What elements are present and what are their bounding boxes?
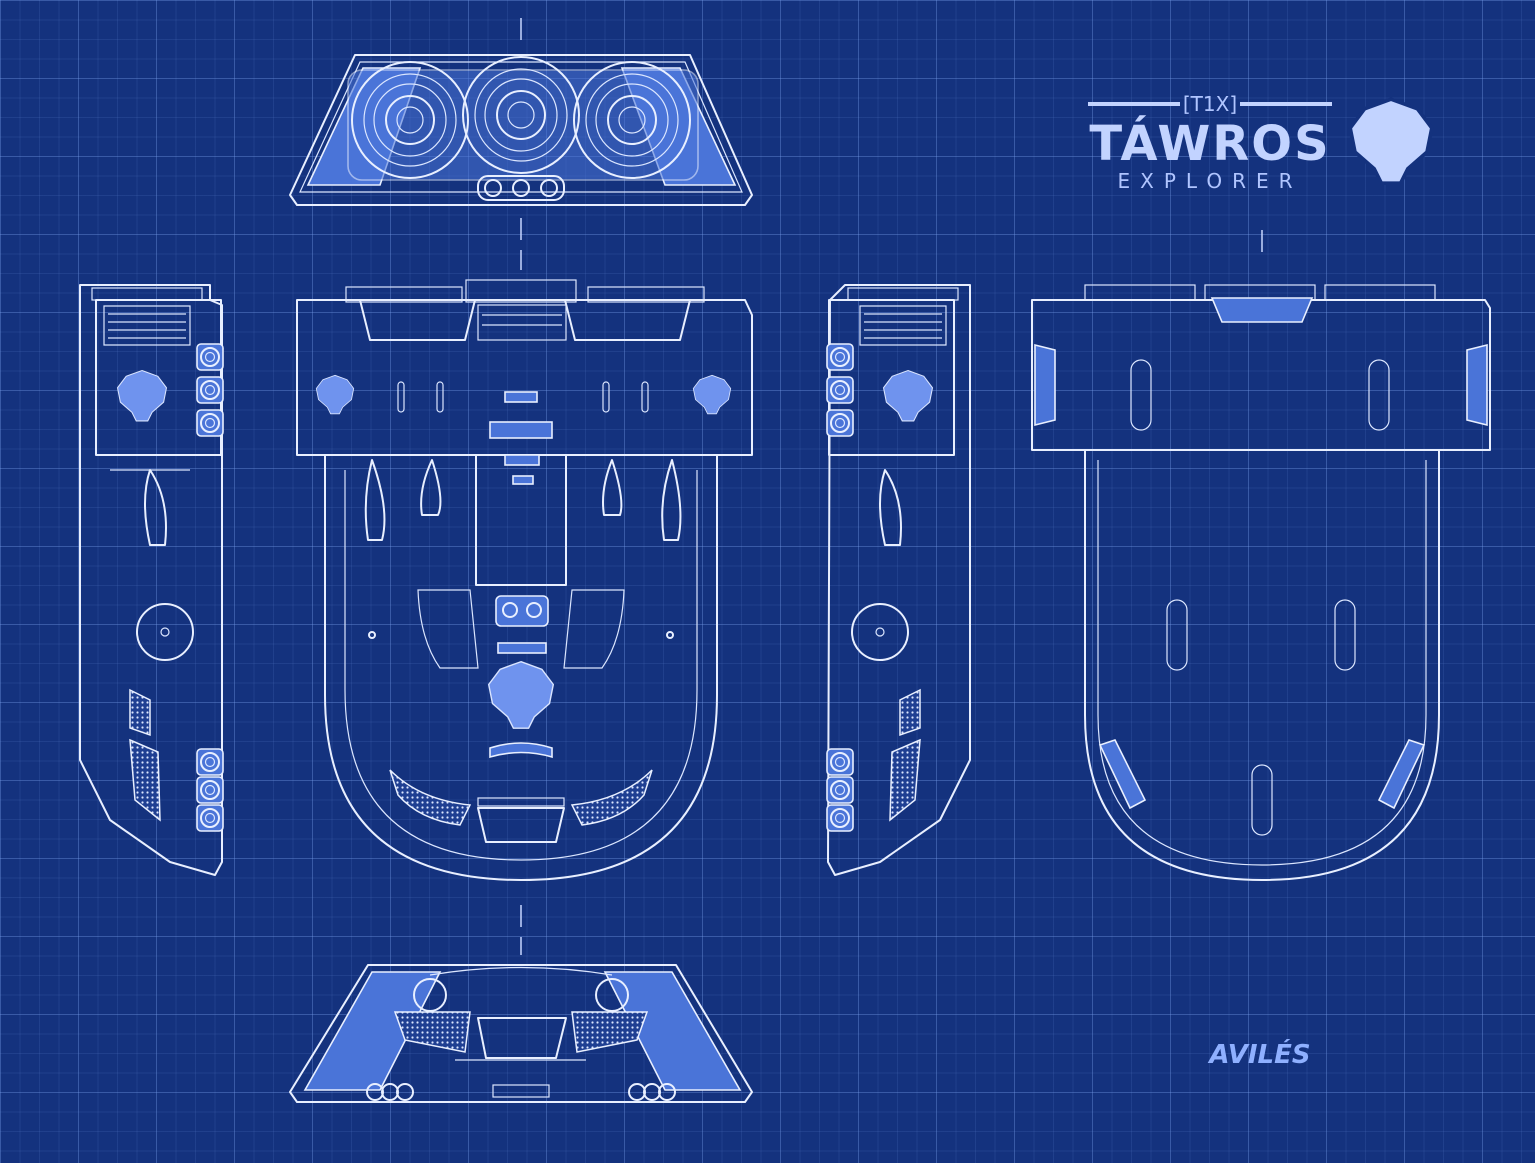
front-thruster-nozzles <box>477 175 565 201</box>
engine-turbine-center <box>462 56 580 174</box>
center-axis-lines <box>520 18 1263 955</box>
emblem-icon <box>882 369 934 422</box>
emblem-icon <box>692 374 732 415</box>
emblem-icon <box>487 660 555 729</box>
underside-view <box>1031 284 1491 881</box>
engine-turbine-left <box>351 61 469 179</box>
emblem-icon <box>116 369 168 422</box>
front-view <box>289 54 753 206</box>
tawros-logo: [T1X] TÁWROS EXPLORER <box>1088 92 1434 193</box>
left-side-view <box>79 284 224 876</box>
artist-signature: AVILÉS <box>1207 1038 1310 1070</box>
right-side-view <box>826 284 971 876</box>
top-view <box>296 279 753 881</box>
rear-view <box>289 964 753 1103</box>
emblem-icon <box>1348 97 1434 185</box>
emblem-icon <box>315 374 355 415</box>
engine-turbine-right <box>573 61 691 179</box>
logo-brand: TÁWROS <box>1089 115 1330 172</box>
logo-model: [T1X] <box>1183 92 1237 116</box>
logo-subtitle: EXPLORER <box>1118 169 1303 193</box>
